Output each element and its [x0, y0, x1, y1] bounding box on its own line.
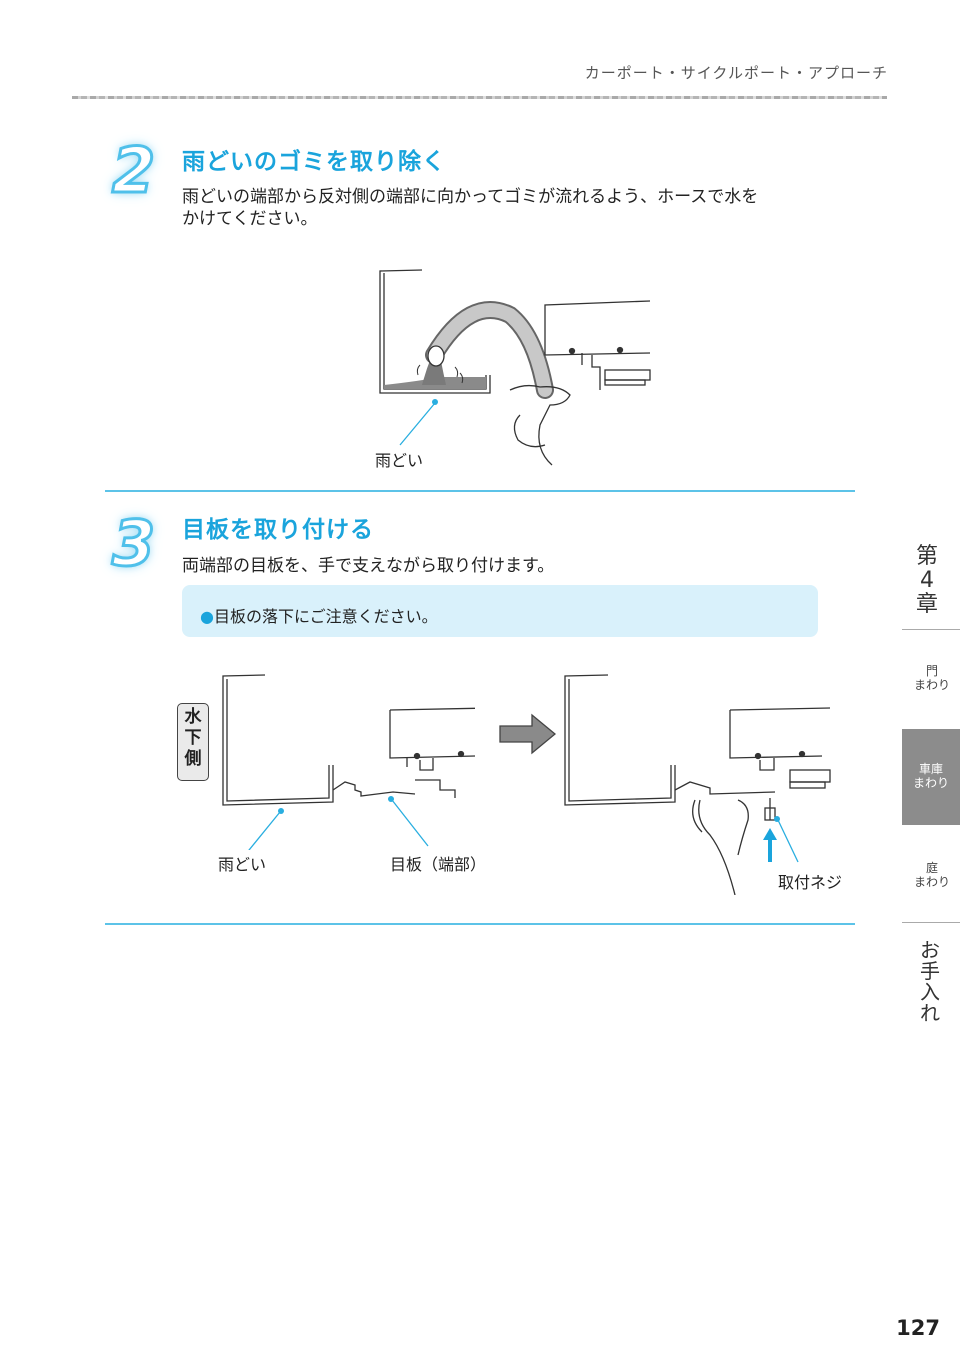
- sidebar-item-gate[interactable]: 門 まわり: [904, 664, 960, 692]
- section-rule-1: [105, 490, 855, 492]
- plate-end-label: 目板（端部）: [390, 855, 487, 874]
- caution-note: ●目板の落下にご注意ください。: [200, 603, 438, 627]
- sidebar-divider-1: [902, 629, 960, 630]
- sidebar-item-garden-line2: まわり: [913, 875, 950, 889]
- care-char-2: 手: [920, 959, 940, 983]
- care-char-4: れ: [920, 1001, 940, 1025]
- plate-after-illustration: [564, 674, 831, 895]
- step-2-desc-line2: かけてください。: [182, 209, 318, 229]
- step-2-title: 雨どいのゴミを取り除く: [182, 149, 446, 175]
- sidebar-item-garage-line1: 車庫: [918, 762, 943, 776]
- sidebar-item-garage-line2: まわり: [912, 776, 949, 790]
- sidebar-item-garage[interactable]: 車庫 まわり: [902, 762, 960, 790]
- section-rule-2: [105, 923, 855, 925]
- page-number: 127: [896, 1316, 940, 1340]
- sidebar-item-garage-bg: [902, 729, 960, 825]
- sidebar-item-care[interactable]: お 手 入 れ: [912, 940, 948, 1024]
- downslope-side-tag-text: 水 下 側: [177, 707, 209, 770]
- step-3-title: 目板を取り付ける: [182, 517, 374, 543]
- downslope-side-tag: [177, 703, 209, 781]
- header-rule: [72, 96, 887, 99]
- bullet-icon: ●: [200, 607, 214, 626]
- running-header: カーポート・サイクルポート・アプローチ: [584, 64, 888, 82]
- gutter-label-2: 雨どい: [218, 855, 267, 874]
- screw-label: 取付ネジ: [778, 873, 843, 892]
- sidebar-item-garden-line1: 庭: [925, 861, 938, 875]
- caution-note-box: [182, 585, 818, 637]
- plate-before-illustration: [222, 674, 475, 850]
- step-number-2: 2: [110, 134, 156, 207]
- tag-char-2: 下: [184, 728, 202, 748]
- chapter-char-2: 4: [920, 568, 934, 593]
- care-char-1: お: [920, 938, 940, 962]
- chapter-indicator: 第 4 章: [906, 545, 948, 617]
- care-char-3: 入: [920, 980, 940, 1004]
- arrow-right-icon: [499, 713, 557, 755]
- chapter-char-1: 第: [915, 544, 938, 569]
- step-2-desc-line1: 雨どいの端部から反対側の端部に向かってゴミが流れるよう、ホースで水を: [182, 187, 759, 207]
- hose-washing-illustration: [379, 269, 651, 466]
- tag-char-1: 水: [184, 707, 202, 727]
- gutter-label-1: 雨どい: [375, 451, 424, 470]
- sidebar-divider-2: [902, 922, 960, 923]
- sidebar-item-garden[interactable]: 庭 まわり: [904, 861, 960, 889]
- step-3-desc: 両端部の目板を、手で支えながら取り付けます。: [182, 556, 555, 576]
- tag-char-3: 側: [184, 749, 202, 769]
- chapter-char-3: 章: [915, 592, 938, 617]
- caution-note-text: 目板の落下にご注意ください。: [213, 607, 438, 626]
- sidebar-item-gate-line1: 門: [925, 664, 938, 678]
- step-number-3: 3: [110, 507, 156, 580]
- sidebar-item-gate-line2: まわり: [913, 678, 950, 692]
